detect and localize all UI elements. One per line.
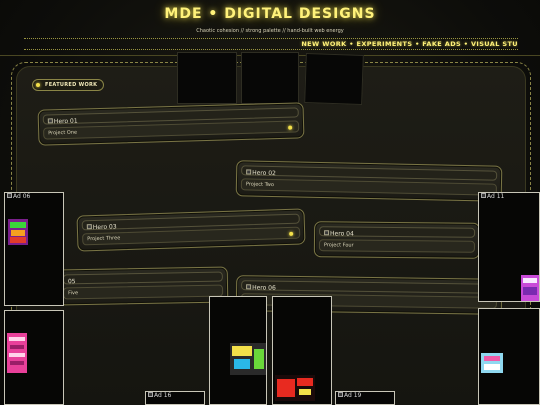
project-name: Project Four xyxy=(323,242,354,249)
fake-ad-19[interactable]: Ad 19 xyxy=(335,391,395,405)
hero-label: Hero 01 xyxy=(53,117,78,126)
dark-panel-top-3 xyxy=(304,53,364,105)
broken-image-icon xyxy=(7,193,12,198)
hero-label: Hero 02 xyxy=(252,169,276,178)
status-dot-icon xyxy=(289,231,294,236)
broken-image-icon xyxy=(47,118,53,124)
broken-image-icon xyxy=(246,284,252,290)
fake-ad-16[interactable]: Ad 16 xyxy=(145,391,205,405)
status-dot-icon xyxy=(288,125,293,130)
fake-ad-11[interactable]: Ad 11 xyxy=(478,192,540,302)
ad-art-icon xyxy=(8,219,28,245)
project-name: Project One xyxy=(48,129,78,137)
hero-label: Hero 03 xyxy=(92,223,117,232)
dark-panel-top-2 xyxy=(241,52,299,104)
site-title: MDE • DIGITAL DESIGNS xyxy=(164,6,376,22)
ad-label: Ad 16 xyxy=(154,392,172,399)
fake-ad-tall-1[interactable] xyxy=(209,296,267,405)
ad-thumbnail xyxy=(230,343,266,375)
project-name-bar: Five xyxy=(63,284,224,300)
broken-image-icon xyxy=(246,169,252,175)
site-tagline: Chaotic cohesion // strong palette // ha… xyxy=(196,28,344,34)
project-card-5[interactable]: 05 Five xyxy=(57,266,229,306)
ad-art-icon xyxy=(275,375,315,401)
broken-image-icon xyxy=(148,392,153,397)
project-card-2[interactable]: Hero 02 Project Two xyxy=(235,160,503,202)
dark-panel-top-1 xyxy=(177,52,237,104)
hero-label: Hero 04 xyxy=(330,230,354,238)
featured-dot-icon xyxy=(36,83,40,87)
featured-work-label: FEATURED WORK xyxy=(45,82,98,88)
broken-image-icon xyxy=(338,392,343,397)
hero-label: Hero 06 xyxy=(252,284,276,292)
hero-label: 05 xyxy=(67,278,76,286)
project-card-3[interactable]: Hero 03 Project Three xyxy=(76,208,306,252)
ad-art-icon xyxy=(7,333,27,373)
fake-ad-06[interactable]: Ad 06 xyxy=(4,192,64,306)
project-name-bar: Project Four xyxy=(318,239,475,253)
ad-thumbnail xyxy=(275,375,315,401)
fake-ad-11-lower[interactable] xyxy=(478,308,540,405)
ad-art-icon xyxy=(230,343,266,375)
hero-image-slot: Hero 04 xyxy=(319,226,476,238)
project-name-bar: Project Two xyxy=(240,178,497,196)
project-card-4[interactable]: Hero 04 Project Four xyxy=(313,221,481,259)
ad-art-icon xyxy=(521,275,539,301)
broken-image-icon xyxy=(481,193,486,198)
ad-art-icon xyxy=(481,353,503,373)
fake-ad-tall-2[interactable] xyxy=(272,296,332,405)
ad-label: Ad 11 xyxy=(487,193,505,200)
broken-image-icon xyxy=(86,224,92,230)
hero-image-slot: 05 xyxy=(62,271,223,286)
project-name: Project Three xyxy=(87,235,121,243)
ad-thumbnail xyxy=(521,275,539,301)
marquee-text[interactable]: NEW WORK • EXPERIMENTS • FAKE ADS • VISU… xyxy=(301,40,518,48)
site-header: MDE • DIGITAL DESIGNS Chaotic cohesion /… xyxy=(0,0,540,55)
ad-label: Ad 19 xyxy=(344,392,362,399)
ad-label: Ad 06 xyxy=(13,193,31,200)
featured-work-chip[interactable]: FEATURED WORK xyxy=(32,79,105,91)
project-name: Five xyxy=(68,290,79,297)
project-card-1[interactable]: Hero 01 Project One xyxy=(37,102,305,146)
broken-image-icon xyxy=(324,230,330,236)
ad-thumbnail xyxy=(8,219,28,245)
hero-image-slot: Hero 06 xyxy=(241,280,498,294)
ad-thumbnail xyxy=(481,353,503,373)
fake-ad-06-lower[interactable] xyxy=(4,310,64,405)
marquee-bar: NEW WORK • EXPERIMENTS • FAKE ADS • VISU… xyxy=(24,38,518,50)
project-name: Project Two xyxy=(245,181,275,189)
ad-thumbnail xyxy=(7,333,27,373)
